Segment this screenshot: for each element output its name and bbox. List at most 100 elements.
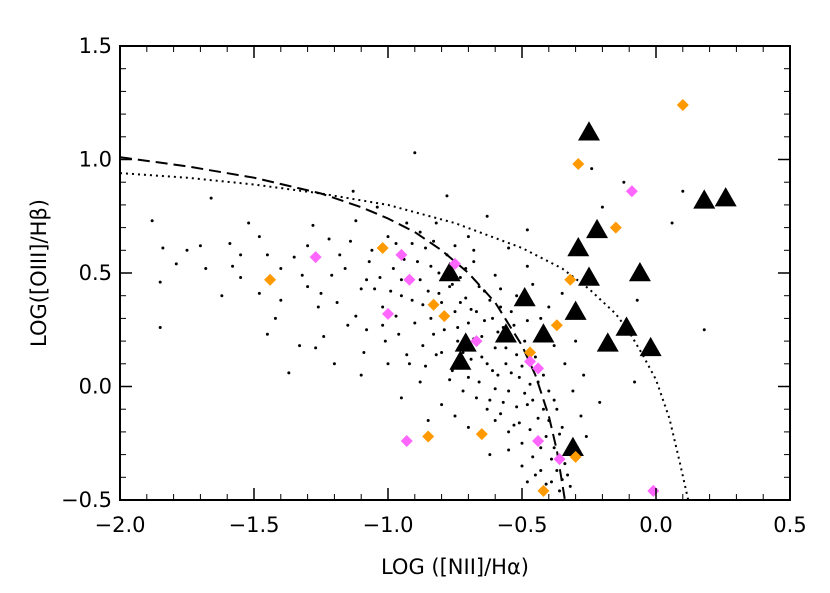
data-point-dot <box>507 389 511 393</box>
data-point-dot <box>383 339 387 343</box>
data-point-dot <box>507 246 511 250</box>
data-point-dot <box>386 362 390 366</box>
data-point-dot <box>314 346 318 350</box>
data-point-dot <box>418 380 422 384</box>
y-axis-title: LOG([OIII]/Hβ) <box>27 199 51 347</box>
data-point-dot <box>413 321 417 325</box>
data-point-dot <box>378 276 382 280</box>
data-point-dot <box>568 484 572 488</box>
x-tick-label: 0.5 <box>773 513 806 537</box>
data-point-dot <box>161 246 165 250</box>
data-point-dot <box>311 223 315 227</box>
data-point-dot <box>515 405 519 409</box>
data-point-dot <box>558 432 562 436</box>
data-point-dot <box>386 235 390 239</box>
data-point-dot <box>520 441 524 445</box>
data-point-diamond <box>422 430 435 443</box>
data-point-dot <box>474 396 478 400</box>
data-point-dot <box>461 350 465 354</box>
data-point-dot <box>279 298 283 302</box>
data-point-dot <box>525 480 529 484</box>
data-point-dot <box>670 221 674 225</box>
data-point-dot <box>397 332 401 336</box>
data-point-dot <box>158 325 162 329</box>
data-point-dot <box>174 262 178 266</box>
data-point-dot <box>343 266 347 270</box>
data-point-diamond <box>569 450 582 463</box>
data-point-dot <box>552 398 556 402</box>
data-point-dot <box>560 291 564 295</box>
data-point-dot <box>485 214 489 218</box>
data-point-dot <box>150 219 154 223</box>
data-point-dot <box>512 323 516 327</box>
data-point-dot <box>547 389 551 393</box>
data-point-dot <box>458 301 462 305</box>
data-point-dot <box>509 371 513 375</box>
dot-layer <box>150 151 706 493</box>
x-axis-title: LOG ([NII]/Hα) <box>381 555 529 579</box>
data-point-dot <box>702 328 706 332</box>
data-point-dot <box>300 273 304 277</box>
data-point-diamond <box>625 185 638 198</box>
data-point-dot <box>507 448 511 452</box>
data-point-dot <box>399 294 403 298</box>
data-point-dot <box>477 380 481 384</box>
data-point-dot <box>482 319 486 323</box>
data-point-dot <box>335 301 339 305</box>
data-point-dot <box>563 462 567 466</box>
data-point-dot <box>185 248 189 252</box>
data-point-dot <box>681 189 685 193</box>
data-point-diamond <box>475 428 488 441</box>
data-point-dot <box>448 285 452 289</box>
data-point-diamond <box>550 319 563 332</box>
data-point-diamond <box>553 453 566 466</box>
data-point-dot <box>399 278 403 282</box>
x-tick-label: −2.0 <box>95 513 146 537</box>
data-point-dot <box>515 294 519 298</box>
data-point-dot <box>464 296 468 300</box>
data-point-dot <box>472 248 476 252</box>
data-point-dot <box>445 253 449 257</box>
data-point-dot <box>528 382 532 386</box>
data-point-dot <box>635 298 639 302</box>
data-point-dot <box>453 414 457 418</box>
data-point-dot <box>531 398 535 402</box>
x-tick-label: −0.5 <box>497 513 548 537</box>
data-point-dot <box>547 419 551 423</box>
data-point-dot <box>287 371 291 375</box>
data-point-dot <box>405 221 409 225</box>
data-point-diamond <box>395 248 408 261</box>
data-point-dot <box>405 353 409 357</box>
data-point-dot <box>552 344 556 348</box>
data-point-dot <box>434 221 438 225</box>
data-point-triangle <box>564 300 587 320</box>
data-point-dot <box>316 305 320 309</box>
data-point-triangle <box>615 316 638 336</box>
data-point-dot <box>474 310 478 314</box>
data-point-dot <box>600 205 604 209</box>
data-point-dot <box>582 373 586 377</box>
data-point-diamond <box>264 273 277 286</box>
data-point-dot <box>566 473 570 477</box>
data-point-dot <box>499 287 503 291</box>
data-point-dot <box>544 482 548 486</box>
data-point-dot <box>319 291 323 295</box>
data-point-dot <box>536 380 540 384</box>
data-point-dot <box>204 266 208 270</box>
data-point-dot <box>493 273 497 277</box>
data-point-dot <box>549 457 553 461</box>
data-point-diamond <box>309 251 322 264</box>
data-point-dot <box>499 305 503 309</box>
data-point-dot <box>571 389 575 393</box>
data-point-triangle <box>628 262 651 282</box>
data-point-dot <box>354 219 358 223</box>
data-point-dot <box>239 253 243 257</box>
data-point-dot <box>531 455 535 459</box>
data-point-dot <box>415 260 419 264</box>
data-point-dot <box>373 287 377 291</box>
data-point-dot <box>381 323 385 327</box>
data-point-dot <box>525 319 529 323</box>
data-point-dot <box>445 194 449 198</box>
data-point-dot <box>536 416 540 420</box>
data-point-dot <box>539 316 543 320</box>
